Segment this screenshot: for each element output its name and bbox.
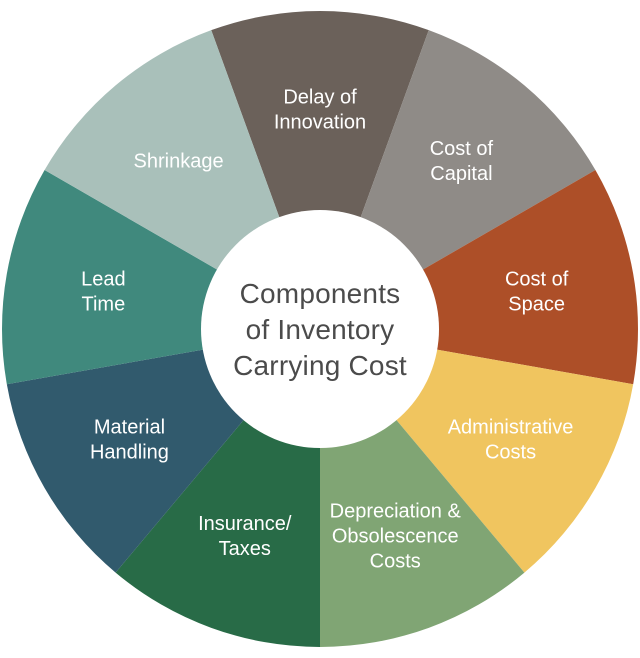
pie-segment-cost-of-capital <box>360 30 596 271</box>
pie-segment-shrinkage <box>44 30 280 271</box>
pie-segment-depreciation-obsolescence-costs <box>320 419 525 647</box>
pie-segment-material-handling <box>6 349 245 573</box>
chart-title-line: of Inventory <box>245 314 395 345</box>
pie-segment-lead-time <box>1 170 218 385</box>
pie-segment-delay-of-innovation <box>211 11 429 219</box>
pie-segment-cost-of-space <box>422 170 639 385</box>
chart-title-line: Carrying Cost <box>233 350 407 381</box>
segment-label-shrinkage: Shrinkage <box>134 150 224 172</box>
donut-hole <box>201 210 439 448</box>
segment-label-insurance-taxes: Insurance/Taxes <box>198 513 292 560</box>
chart-title: Components of Inventory Carrying Cost <box>205 276 435 384</box>
pie-segment-insurance-taxes <box>115 419 320 647</box>
chart-title-line: Components <box>239 278 401 309</box>
pie-segment-administrative-costs <box>395 349 634 573</box>
